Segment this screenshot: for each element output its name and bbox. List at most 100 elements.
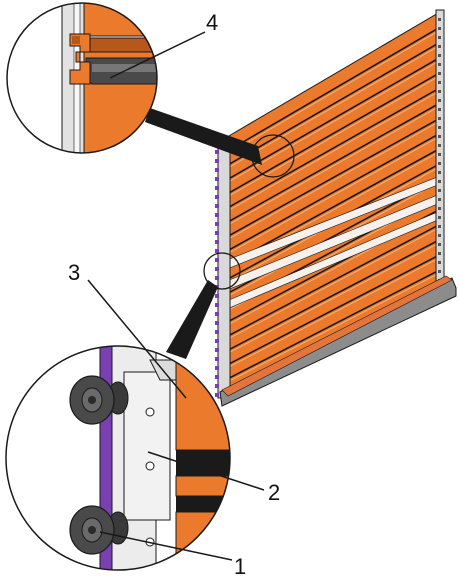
rail-roller	[438, 153, 441, 156]
rail-roller	[215, 384, 219, 388]
rail-roller	[438, 216, 441, 219]
rail-roller	[215, 375, 219, 379]
connector-wedge-top	[145, 108, 262, 165]
rail-roller	[215, 303, 219, 307]
rail-roller	[438, 36, 441, 39]
rail-roller	[438, 270, 441, 273]
slat-highlight	[221, 257, 441, 371]
rail-roller	[215, 357, 219, 361]
leader-line-1	[99, 531, 233, 561]
rail-roller	[438, 234, 441, 237]
rail-roller	[438, 180, 441, 183]
rail-roller	[215, 393, 219, 397]
rail-roller	[215, 177, 219, 181]
detail-view-top	[6, 2, 158, 154]
rail-roller	[215, 267, 219, 271]
slat-line	[221, 253, 441, 369]
slat-highlight	[221, 120, 441, 243]
detail-view-bottom	[5, 345, 231, 571]
rail-roller	[438, 135, 441, 138]
rail-roller	[215, 321, 219, 325]
rail-roller	[438, 171, 441, 174]
rail-roller	[215, 276, 219, 280]
rail-roller	[438, 45, 441, 48]
leader-line-2	[147, 451, 265, 491]
rail-roller	[438, 225, 441, 228]
slat-line	[221, 223, 441, 340]
connector-wedge-bottom	[166, 280, 218, 359]
slat-highlight	[221, 226, 441, 343]
callout-1: 1	[234, 554, 246, 579]
rail-roller	[215, 258, 219, 262]
rail-roller	[438, 144, 441, 147]
rail-roller	[215, 150, 219, 154]
rail-roller	[215, 213, 219, 217]
rail-roller	[438, 54, 441, 57]
rail-roller	[438, 99, 441, 102]
rail-roller	[438, 126, 441, 129]
callout-3: 3	[68, 260, 80, 285]
rail-roller	[215, 168, 219, 172]
rail-roller	[438, 252, 441, 255]
left-guide-rail	[215, 141, 231, 399]
rail-roller	[438, 198, 441, 201]
rail-roller	[215, 294, 219, 298]
slat-line	[221, 87, 441, 212]
rail-roller	[438, 90, 441, 93]
slat-line	[221, 102, 441, 227]
detail-marker-bottom	[203, 252, 241, 290]
roller-lower	[69, 505, 129, 555]
rail-roller	[215, 195, 219, 199]
callout-4: 4	[206, 10, 218, 35]
slat-highlight	[221, 105, 441, 229]
rail-roller	[438, 162, 441, 165]
rail-roller	[215, 204, 219, 208]
slat-highlight	[221, 75, 441, 201]
rail-roller	[438, 72, 441, 75]
slat-highlight	[221, 29, 441, 158]
rail-roller	[438, 108, 441, 111]
rail-roller	[215, 312, 219, 316]
rail-roller	[215, 366, 219, 370]
rail-roller	[438, 189, 441, 192]
rail-roller	[438, 27, 441, 30]
rail-roller	[215, 222, 219, 226]
slat-highlight	[221, 135, 441, 258]
slat-line	[221, 117, 441, 241]
rail-roller	[438, 207, 441, 210]
roller-upper	[69, 375, 129, 425]
slat-line	[221, 132, 441, 255]
rail-roller	[438, 261, 441, 264]
slat-line	[221, 71, 441, 198]
rail-roller	[215, 339, 219, 343]
rail-roller	[438, 117, 441, 120]
rail-roller	[215, 348, 219, 352]
rail-roller	[215, 240, 219, 244]
slat-highlight	[221, 242, 441, 357]
rail-roller	[438, 81, 441, 84]
rail-roller	[215, 159, 219, 163]
slat-highlight	[221, 272, 441, 386]
right-guide-rail	[435, 9, 445, 287]
rail-roller	[438, 63, 441, 66]
right-rail-rollers	[438, 18, 441, 282]
rail-roller	[438, 243, 441, 246]
callout-2: 2	[268, 480, 280, 505]
rail-roller	[438, 18, 441, 21]
rail-roller	[215, 186, 219, 190]
slat-line	[221, 26, 441, 155]
slat-line	[221, 269, 441, 383]
slat-highlight	[221, 60, 441, 187]
slat-line	[221, 41, 441, 170]
slat-highlight	[221, 90, 441, 215]
leader-line-4	[109, 31, 206, 79]
bottom-bar-top	[221, 275, 453, 397]
shutter-curtain	[221, 11, 441, 397]
leader-line-3	[87, 279, 187, 399]
rail-roller	[215, 249, 219, 253]
rail-roller	[215, 231, 219, 235]
slat-line	[221, 238, 441, 355]
guide-rail-rollers	[215, 150, 219, 397]
rail-roller	[215, 330, 219, 334]
